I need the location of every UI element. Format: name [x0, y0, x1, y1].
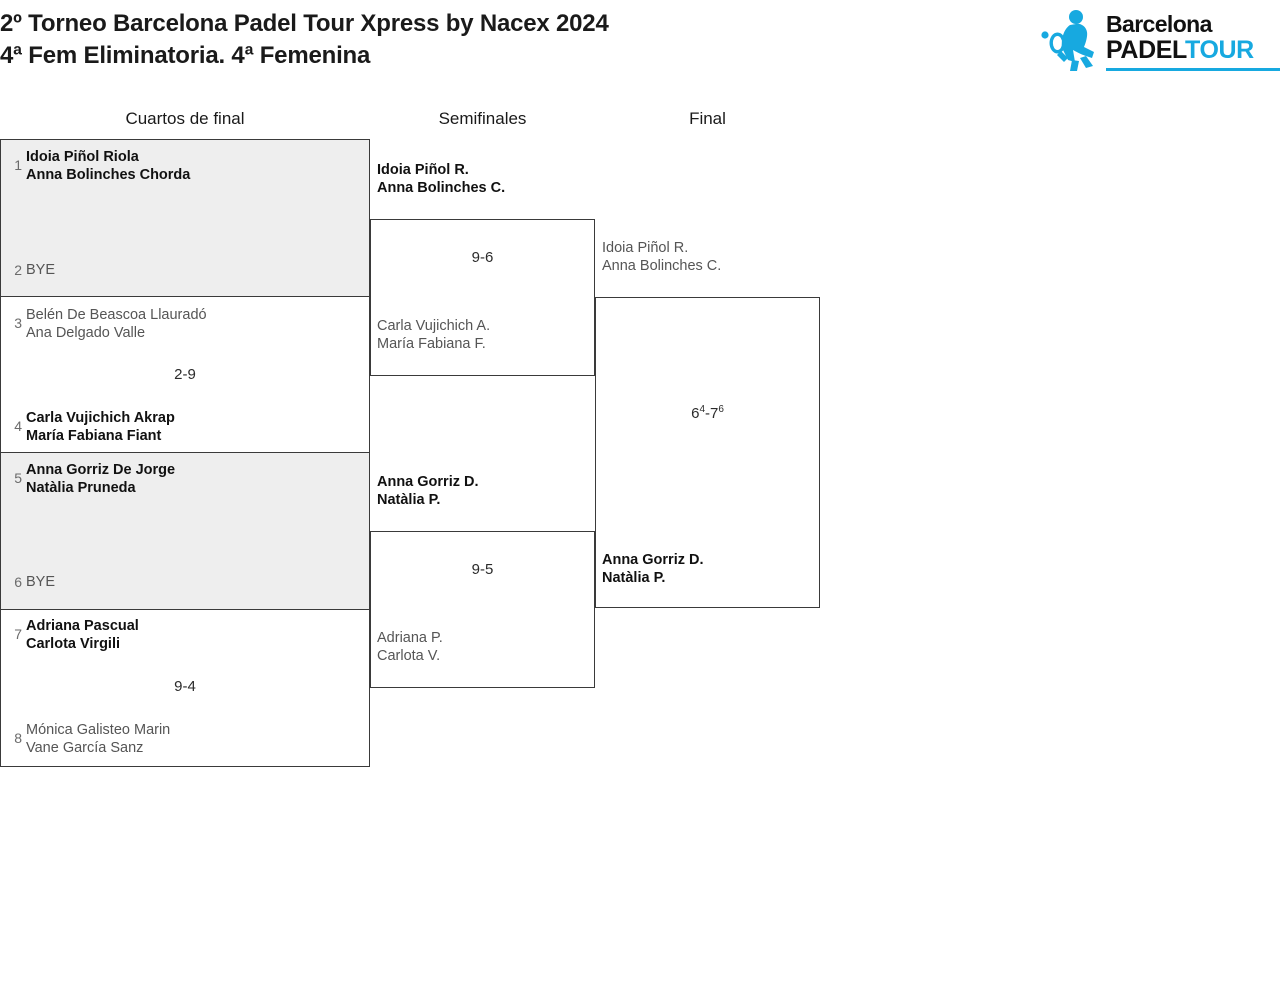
score-tiebreak-right: 6	[718, 404, 724, 415]
logo-word-padeltour: PADELTOUR	[1106, 37, 1272, 64]
seed-number: 8	[14, 730, 22, 746]
player-name-2: María Fabiana F.	[377, 336, 486, 352]
match-box-semifinal-1[interactable]	[370, 219, 595, 376]
player-name-1: Adriana P.	[377, 630, 443, 646]
player-name-2: Anna Bolinches Chorda	[26, 167, 191, 183]
player-name-2: María Fabiana Fiant	[26, 428, 162, 444]
seed-number: 3	[14, 315, 22, 331]
player-name-1: Idoia Piñol Riola	[26, 149, 139, 165]
match-score-sf1: 9-6	[471, 249, 494, 266]
match-box-quarterfinal-4[interactable]	[0, 609, 370, 767]
team-names: Adriana P. Carlota V.	[377, 629, 443, 665]
match-box-final[interactable]	[595, 297, 820, 608]
padel-player-icon	[1040, 8, 1102, 72]
seed-number: 1	[14, 157, 22, 173]
player-name-2: Ana Delgado Valle	[26, 325, 146, 341]
match-box-semifinal-2[interactable]	[370, 531, 595, 688]
player-name-1: Idoia Piñol R.	[602, 240, 689, 256]
player-name-1: Mónica Galisteo Marin	[26, 722, 171, 738]
team-names: Carla Vujichich A. María Fabiana F.	[377, 317, 490, 353]
page-header: 2º Torneo Barcelona Padel Tour Xpress by…	[0, 0, 1280, 92]
logo-word-tour: TOUR	[1185, 36, 1254, 64]
logo-underline	[1106, 68, 1280, 71]
player-name-1: BYE	[26, 574, 56, 590]
player-name-1: Belén De Beascoa Llauradó	[26, 307, 207, 323]
team-names: Anna Gorriz D. Natàlia P.	[377, 473, 479, 509]
tournament-title-line-2: 4ª Fem Eliminatoria. 4ª Femenina	[0, 42, 371, 69]
round-header-quarterfinals: Cuartos de final	[125, 109, 245, 128]
seed-number: 5	[14, 470, 22, 486]
player-name-1: Carla Vujichich Akrap	[26, 410, 175, 426]
round-header-final: Final	[689, 109, 726, 128]
player-name-2: Vane García Sanz	[26, 740, 144, 756]
player-name-1: Adriana Pascual	[26, 618, 139, 634]
player-name-1: Anna Gorriz De Jorge	[26, 462, 176, 478]
player-name-2: Anna Bolinches C.	[377, 180, 506, 196]
match-score-qf2: 2-9	[174, 366, 196, 383]
seed-number: 6	[14, 574, 22, 590]
logo-word-barcelona: Barcelona	[1106, 11, 1212, 37]
team-names: Carla Vujichich Akrap María Fabiana Fian…	[26, 409, 175, 445]
match-score-sf2: 9-5	[471, 561, 494, 578]
score-separator: -	[705, 405, 710, 422]
seed-number: 7	[14, 626, 22, 642]
player-name-2: Carlota V.	[377, 648, 441, 664]
barcelona-padel-tour-logo: Barcelona PADELTOUR	[1040, 6, 1280, 78]
team-names: Mónica Galisteo Marin Vane García Sanz	[26, 721, 170, 757]
team-names: Idoia Piñol R. Anna Bolinches C.	[602, 239, 721, 275]
player-name-2: Natàlia Pruneda	[26, 480, 136, 496]
round-header-semifinals: Semifinales	[438, 109, 527, 128]
seed-number: 4	[14, 418, 22, 434]
tournament-title: 2º Torneo Barcelona Padel Tour Xpress by…	[0, 8, 900, 72]
seed-number: 2	[14, 262, 22, 278]
team-names: Idoia Piñol Riola Anna Bolinches Chorda	[26, 148, 190, 184]
team-names: Anna Gorriz De Jorge Natàlia Pruneda	[26, 461, 175, 497]
logo-wordmark: Barcelona PADELTOUR	[1106, 12, 1272, 64]
player-name-1: BYE	[26, 262, 56, 278]
tournament-title-line-1: 2º Torneo Barcelona Padel Tour Xpress by…	[0, 10, 609, 37]
team-names: Idoia Piñol R. Anna Bolinches C.	[377, 161, 505, 197]
match-box-quarterfinal-1[interactable]	[0, 139, 370, 297]
player-name-2: Anna Bolinches C.	[602, 258, 722, 274]
team-names: Belén De Beascoa Llauradó Ana Delgado Va…	[26, 306, 207, 342]
match-score-qf4: 9-4	[174, 678, 196, 695]
score-games-right: 7	[710, 405, 719, 422]
match-score-final: 64-76	[595, 404, 820, 423]
player-name-2: Natàlia P.	[602, 570, 666, 586]
logo-word-padel: PADEL	[1106, 36, 1186, 64]
score-games-left: 6	[691, 405, 700, 422]
score-tiebreak-left: 4	[699, 404, 705, 415]
player-name-2: Carlota Virgili	[26, 636, 121, 652]
team-names: BYE	[26, 261, 55, 279]
player-name-1: Anna Gorriz D.	[602, 552, 704, 568]
team-names: Adriana Pascual Carlota Virgili	[26, 617, 139, 653]
team-names: BYE	[26, 573, 55, 591]
player-name-2: Natàlia P.	[377, 492, 441, 508]
team-names: Anna Gorriz D. Natàlia P.	[602, 551, 704, 587]
player-name-1: Idoia Piñol R.	[377, 162, 469, 178]
match-box-quarterfinal-3[interactable]	[0, 452, 370, 610]
player-name-1: Carla Vujichich A.	[377, 318, 491, 334]
player-name-1: Anna Gorriz D.	[377, 474, 479, 490]
